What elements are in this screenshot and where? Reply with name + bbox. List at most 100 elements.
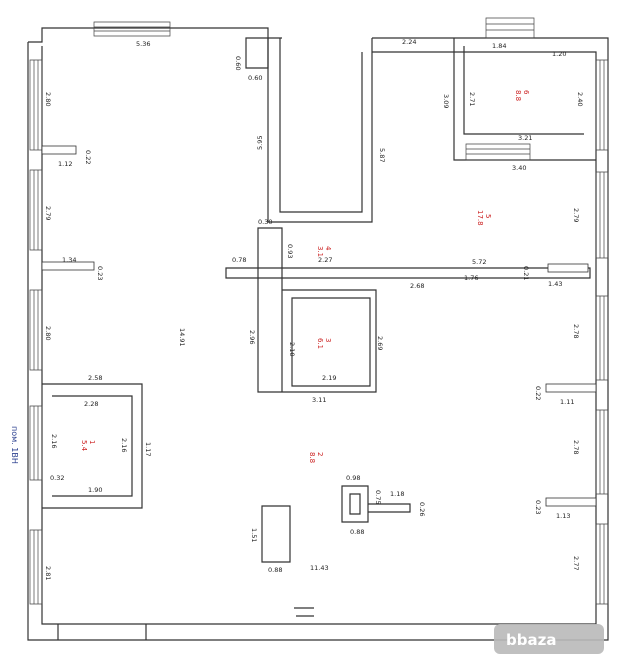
stub-left-2 — [41, 261, 95, 271]
measure-top-left: 5.36 — [136, 40, 150, 48]
measure-stub-right-3: 0.23 — [534, 500, 542, 514]
measure-office-tiny: 0.32 — [50, 474, 64, 482]
window-right-1 — [595, 59, 609, 151]
measure-wc-bottom: 2.19 — [322, 374, 336, 382]
outer-walls — [27, 27, 609, 641]
measure-column1-thick: 0.26 — [418, 502, 426, 516]
measure-wc-left: 2.96 — [248, 330, 256, 344]
measure-office-v2: 2.16 — [120, 438, 128, 452]
room-6-number: 6 — [522, 90, 530, 95]
room-2-area: 8.8 — [308, 452, 316, 463]
room-6-area: 8.8 — [514, 90, 522, 101]
measure-corr-a: 0.78 — [232, 256, 246, 264]
measure-wc-outer: 3.11 — [312, 396, 326, 404]
stub-right-2 — [545, 383, 597, 393]
measure-stub-right-2-len: 1.11 — [560, 398, 574, 406]
measure-office-v3: 1.17 — [144, 442, 152, 456]
measure-hall-width: 11.43 — [310, 564, 329, 572]
measure-top-right-a: 2.24 — [402, 38, 416, 46]
measure-partition-a: 2.68 — [410, 282, 424, 290]
measure-hall-height: 14.91 — [178, 328, 186, 347]
measure-left-v2: 2.79 — [44, 206, 52, 220]
window-left-3 — [29, 289, 43, 371]
measure-stub-left-2-len: 1.34 — [62, 256, 76, 264]
room-3-number: 3 — [324, 338, 332, 342]
measure-office-v1: 2.16 — [50, 434, 58, 448]
room-5-area: 17.8 — [476, 210, 484, 226]
room-labels: 1 5.4 2 8.8 3 6.1 4 3.1 5 17.8 6 8.8 — [80, 90, 530, 463]
window-top-right — [485, 17, 535, 39]
stub-right-1 — [547, 263, 589, 273]
measure-column2-bottom: 0.88 — [268, 566, 282, 574]
measure-top-right-c: 1.20 — [552, 50, 566, 58]
measure-stub-left-2: 0.23 — [96, 266, 104, 280]
measure-right-v2: 2.78 — [572, 324, 580, 338]
measure-left-v4: 2.81 — [44, 566, 52, 580]
measure-stub-right-3-len: 1.13 — [556, 512, 570, 520]
bottom-gaps — [57, 607, 314, 640]
measure-corr-w: 2.27 — [318, 256, 332, 264]
measure-right-v3: 2.78 — [572, 440, 580, 454]
measure-corr-b: 0.93 — [286, 244, 294, 258]
measure-partition-c: 1.43 — [548, 280, 562, 288]
column2 — [261, 505, 291, 563]
watermark: bbaza — [494, 624, 604, 654]
window-room6 — [465, 143, 531, 161]
measure-room6-v3: 2.40 — [576, 92, 584, 106]
side-note: пом. 1ВН — [10, 426, 19, 464]
corridor-walls — [267, 38, 373, 223]
left-office-walls — [42, 383, 143, 509]
measure-room6-v1: 3.09 — [442, 94, 450, 108]
windows — [29, 17, 609, 605]
measure-left-v1: 2.80 — [44, 92, 52, 106]
watermark-bg — [494, 624, 604, 654]
measure-office-inner: 2.28 — [84, 400, 98, 408]
measure-corridor-right: 5.87 — [378, 148, 386, 162]
measure-column1-side: 0.75 — [374, 490, 382, 504]
measure-stub-left-1: 0.22 — [84, 150, 92, 164]
partition-wall — [225, 267, 591, 279]
measure-stub-right-2: 0.22 — [534, 386, 542, 400]
window-left-5 — [29, 529, 43, 605]
measure-col-a: 0.60 — [234, 56, 242, 70]
measure-stub-right-1: 0.21 — [522, 266, 530, 280]
room-3-area: 6.1 — [316, 338, 324, 349]
measure-partition-b: 1.76 — [464, 274, 478, 282]
room-1-number: 1 — [88, 440, 96, 444]
measure-column1-len: 1.18 — [390, 490, 404, 498]
window-right-4 — [595, 409, 609, 495]
window-right-5 — [595, 523, 609, 605]
room-2-number: 2 — [316, 452, 324, 456]
measure-office-bottom: 1.90 — [88, 486, 102, 494]
column1 — [341, 485, 411, 523]
measure-col-b: 0.60 — [248, 74, 262, 82]
stub-left-1 — [41, 145, 77, 155]
measurements: 5.36 0.60 0.60 5.95 5.87 2.24 1.84 1.20 … — [10, 38, 584, 580]
pilasters — [41, 145, 597, 507]
window-right-2 — [595, 171, 609, 259]
measure-room6-w1: 3.21 — [518, 134, 532, 142]
window-top-left — [93, 21, 171, 37]
window-left-1 — [29, 59, 43, 151]
wall-top-left — [27, 27, 609, 641]
room-1-area: 5.4 — [80, 440, 88, 452]
window-left-2 — [29, 169, 43, 251]
small-columns-top — [245, 37, 269, 69]
room-4-area: 3.1 — [316, 246, 324, 257]
measure-right-v4: 2.77 — [572, 556, 580, 570]
measure-top-right-b: 1.84 — [492, 42, 506, 50]
core-walls — [257, 227, 377, 393]
room-4-number: 4 — [324, 246, 332, 251]
measure-column2-h: 1.51 — [250, 528, 258, 542]
window-left-4 — [29, 405, 43, 481]
watermark-text: bbaza — [506, 631, 556, 649]
measure-wc-v2: 2.10 — [288, 342, 296, 356]
measure-stub-left-1-len: 1.12 — [58, 160, 72, 168]
measure-column1-top: 0.98 — [346, 474, 360, 482]
right-room-walls — [453, 38, 596, 161]
measure-room6-v2: 2.71 — [468, 92, 476, 106]
measure-corr-small: 0.30 — [258, 218, 272, 226]
measure-corridor-left: 5.95 — [256, 136, 264, 150]
measure-office-top: 2.58 — [88, 374, 102, 382]
